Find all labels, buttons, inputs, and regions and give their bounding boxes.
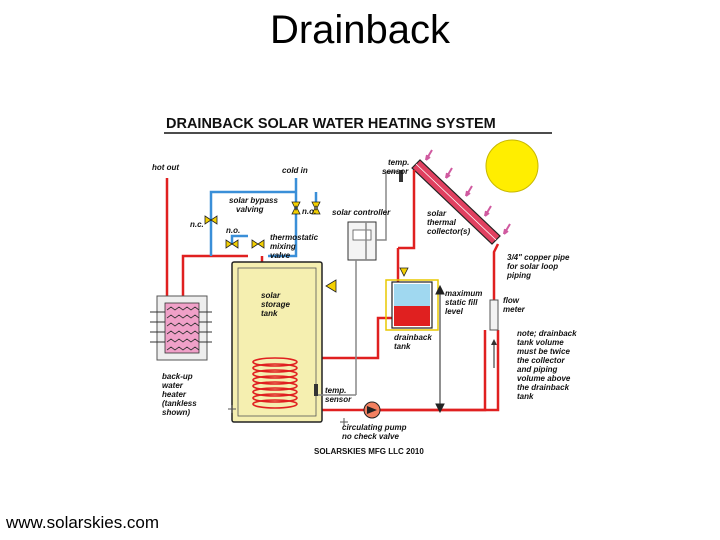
sun-icon [485,139,539,193]
label-note-1: note; drainback [517,329,577,338]
label-drainback-1: drainback [394,333,432,342]
label-storage-2: storage [261,300,290,309]
circulating-pump-icon [363,401,381,419]
diagram-heading: DRAINBACK SOLAR WATER HEATING SYSTEM [166,116,496,132]
drain-valve-icons [228,405,348,426]
label-fill-level-2: static fill [445,298,478,307]
static-fill-level-arrow [435,284,445,414]
label-collector-3: collector(s) [427,227,470,236]
label-pump-1: circulating pump [342,423,407,432]
label-thermostatic-3: valve [270,251,291,260]
label-hot-out: hot out [152,163,179,172]
label-note-7: the drainback [517,383,570,392]
label-solar-controller: solar controller [332,208,391,217]
label-backup-1: back-up [162,372,193,381]
heat-exchanger-coil [252,357,298,409]
label-note-4: the collector [517,356,565,365]
slide-title: Drainback [269,8,451,52]
copyright-text: SOLARSKIES MFG LLC 2010 [314,447,424,456]
label-note-3: must be twice [517,347,570,356]
label-backup-5: shown) [162,408,190,417]
solar-collector [411,159,501,245]
label-note-6: volume above [517,374,571,383]
label-fill-level-1: maximum [445,289,482,298]
label-backup-4: (tankless [162,399,197,408]
solar-controller [318,171,398,396]
label-drainback-2: tank [394,342,411,351]
label-no-mid: n.o. [226,226,240,235]
label-temp-sensor-bottom-2: sensor [325,395,352,404]
label-temp-sensor-bottom-1: temp. [325,386,346,395]
label-storage-1: solar [261,291,281,300]
flow-meter [489,299,499,331]
label-thermostatic-2: mixing [270,242,296,251]
label-thermostatic-1: thermostatic [270,233,319,242]
label-flow-meter-2: meter [503,305,526,314]
label-collector-1: solar [427,209,447,218]
sun-ray-arrows [425,149,511,235]
footer-url: www.solarskies.com [6,513,160,532]
backup-water-heater [150,295,212,361]
temp-sensor-top-icon [399,170,403,182]
label-copper-pipe-1: 3/4" copper pipe [507,253,570,262]
label-copper-pipe-3: piping [506,271,531,280]
label-cold-in: cold in [282,166,308,175]
label-note-8: tank [517,392,534,401]
label-solar-bypass-1: solar bypass [229,196,278,205]
label-temp-sensor-top-2: sensor [382,167,409,176]
label-note-5: and piping [517,365,558,374]
label-backup-3: heater [162,390,187,399]
label-temp-sensor-top-1: temp. [388,158,409,167]
drainback-tank [385,279,439,331]
label-backup-2: water [162,381,184,390]
label-nc: n.c. [190,220,204,229]
label-flow-meter-1: flow [503,296,520,305]
label-no-top: n.o. [302,207,316,216]
temp-sensor-bottom-icon [314,384,318,396]
label-storage-3: tank [261,309,278,318]
valve-icons [204,201,409,293]
label-solar-bypass-2: valving [236,205,264,214]
label-fill-level-3: level [445,307,464,316]
label-note-2: tank volume [517,338,564,347]
label-pump-2: no check valve [342,432,399,441]
label-copper-pipe-2: for solar loop [507,262,558,271]
solar-storage-tank [231,261,323,423]
label-collector-2: thermal [427,218,457,227]
